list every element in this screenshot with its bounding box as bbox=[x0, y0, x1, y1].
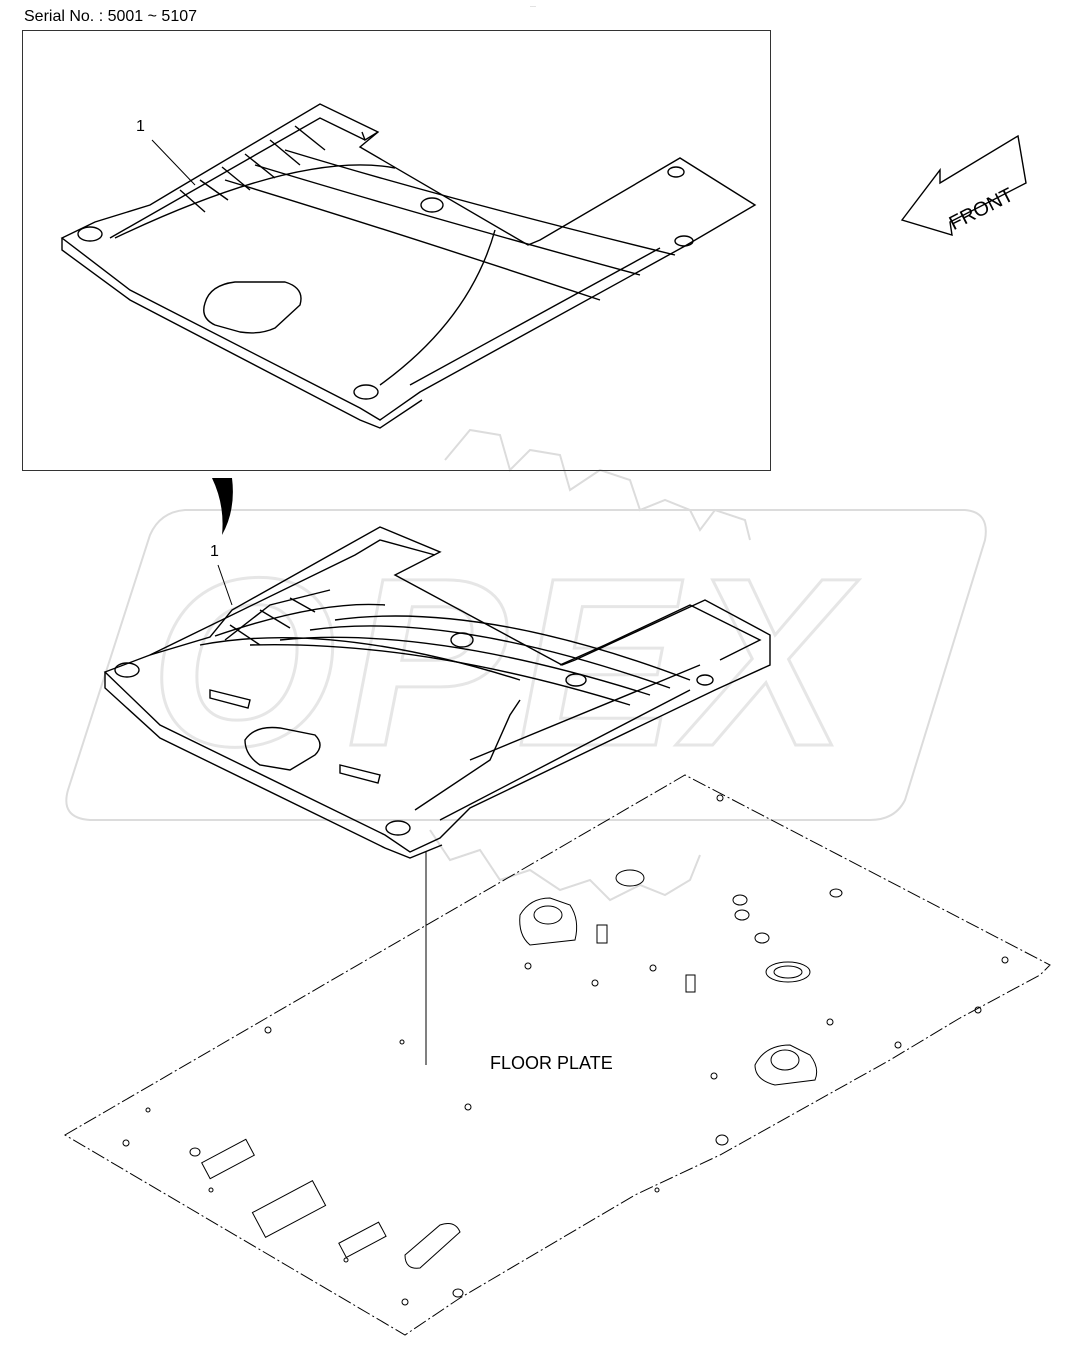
leader-line-main bbox=[217, 564, 233, 606]
callout-part-1-top: 1 bbox=[136, 118, 145, 135]
connector-curve bbox=[212, 478, 233, 535]
leader-line-top bbox=[151, 139, 196, 186]
watermark-text: OPEX bbox=[150, 528, 860, 796]
inset-frame bbox=[22, 30, 771, 471]
main-floor-mat-drawing bbox=[103, 526, 771, 859]
watermark-logo bbox=[65, 428, 987, 902]
floor-plate-label: FLOOR PLATE bbox=[490, 1053, 613, 1073]
callout-part-1-main: 1 bbox=[210, 543, 219, 560]
serial-number-label: Serial No. : 5001 ~ 5107 bbox=[24, 8, 198, 25]
top-marks: ··· bbox=[530, 4, 536, 10]
front-arrow-icon bbox=[900, 134, 1027, 236]
inset-floor-mat-drawing bbox=[60, 103, 757, 429]
floor-plate-drawing bbox=[64, 774, 1051, 1336]
